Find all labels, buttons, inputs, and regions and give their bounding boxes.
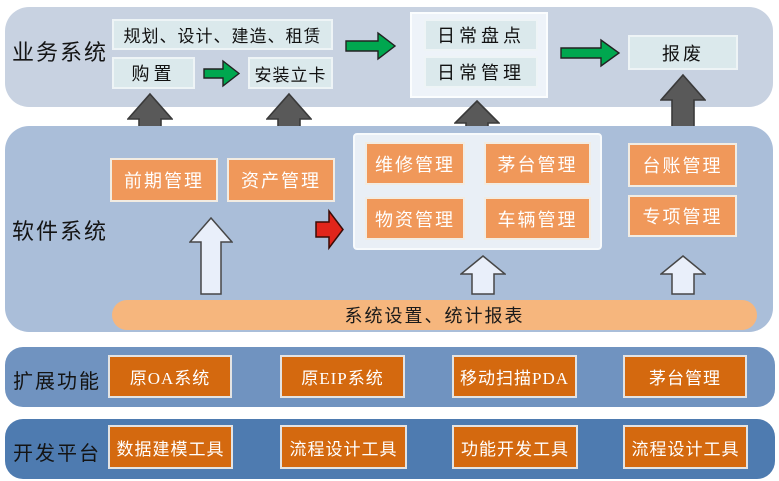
box-maotai-management: 茅台管理 <box>484 142 591 185</box>
box-eip-system: 原EIP系统 <box>280 355 405 398</box>
box-special-management: 专项管理 <box>628 195 737 237</box>
box-daily-inventory: 日常盘点 <box>424 19 538 51</box>
white-up-arrow-middle-icon <box>460 254 506 296</box>
band-platform-label: 开发平台 <box>13 443 101 465</box>
box-process-design-tool-2: 流程设计工具 <box>623 425 748 469</box>
band-software-label: 软件系统 <box>12 219 109 244</box>
red-arrow-asset-to-group-icon <box>314 207 345 252</box>
box-data-modeling-tool: 数据建模工具 <box>108 425 233 469</box>
box-function-dev-tool: 功能开发工具 <box>452 425 578 469</box>
settings-reports-bar: 系统设置、统计报表 <box>112 300 757 330</box>
green-arrow-purchase-to-install-icon <box>202 58 241 89</box>
box-planning-design-build-lease: 规划、设计、建造、租赁 <box>112 19 333 50</box>
box-daily-management: 日常管理 <box>424 56 538 88</box>
box-oa-system: 原OA系统 <box>108 355 232 398</box>
box-asset-management: 资产管理 <box>227 158 335 202</box>
band-extensions-label: 扩展功能 <box>13 371 101 393</box>
box-mobile-scan-pda: 移动扫描PDA <box>452 355 577 398</box>
green-arrow-daily-to-scrap-icon <box>559 37 621 69</box>
box-material-management: 物资管理 <box>365 197 465 240</box>
box-process-design-tool: 流程设计工具 <box>280 425 407 469</box>
box-vehicle-management: 车辆管理 <box>484 197 591 240</box>
box-maotai-management-ext: 茅台管理 <box>623 355 747 398</box>
band-business-label: 业务系统 <box>12 40 109 65</box>
white-up-arrow-right-icon <box>660 254 706 296</box>
box-ledger-management: 台账管理 <box>628 143 737 187</box>
white-up-arrow-left-icon <box>189 216 233 296</box>
box-early-management: 前期管理 <box>110 158 218 202</box>
box-install-card: 安装立卡 <box>248 57 333 89</box>
box-scrap: 报废 <box>628 35 738 70</box>
box-purchase: 购置 <box>112 57 195 89</box>
green-arrow-install-to-daily-icon <box>344 30 397 62</box>
box-maintenance-management: 维修管理 <box>365 142 465 185</box>
